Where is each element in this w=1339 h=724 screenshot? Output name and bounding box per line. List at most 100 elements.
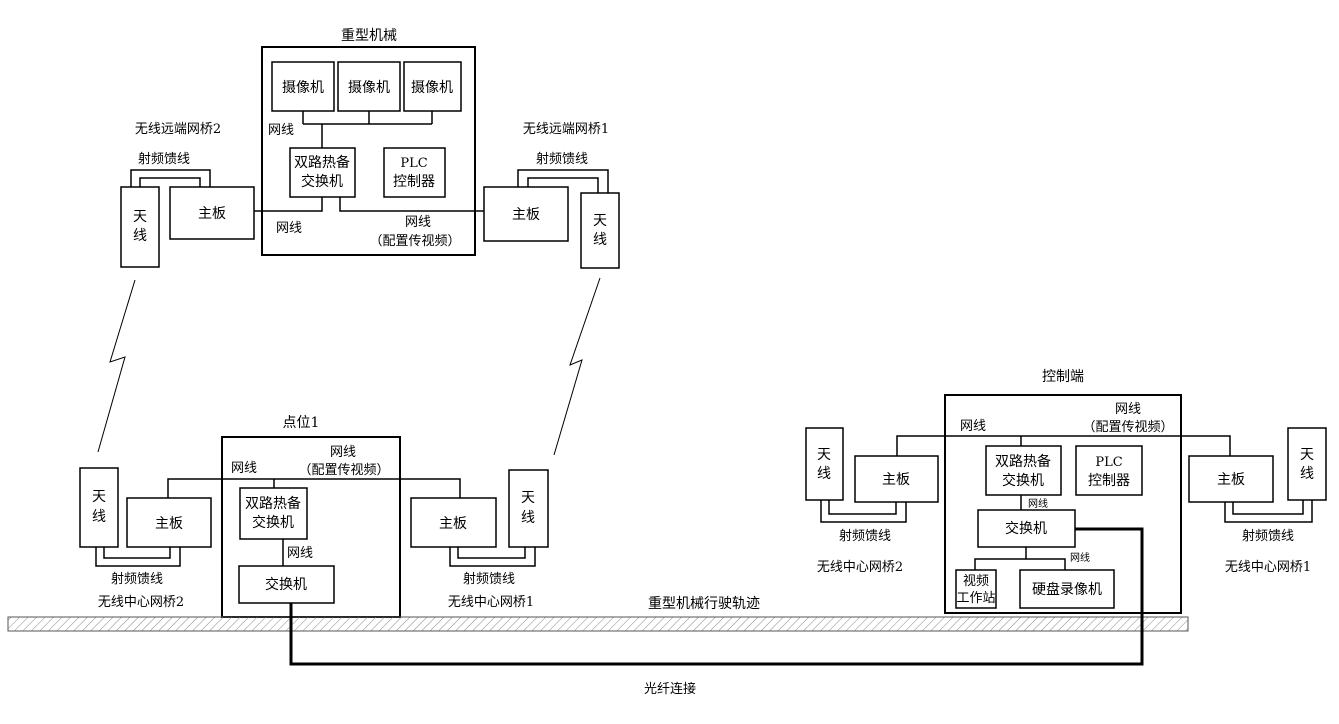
remote-bridge-1-antenna-l1: 天	[593, 213, 607, 229]
control-left-rf-label: 射频馈线	[839, 528, 891, 544]
machine-right-net-wire	[339, 197, 484, 212]
control-right-antenna	[1287, 427, 1327, 501]
control-net-right-l1: 网线	[1115, 402, 1141, 417]
site1-net-right-l2: （配置传视频）	[298, 463, 389, 478]
wireless-link-right	[553, 277, 601, 456]
control-net-small-2: 网线	[1070, 551, 1090, 564]
control-workstation-l2: 工作站	[956, 591, 995, 606]
machine-plc-l2: 控制器	[393, 174, 435, 190]
track-label: 重型机械行驶轨迹	[648, 596, 760, 612]
control-workstation-l1: 视频	[963, 574, 989, 589]
control-left-rf-feeder	[820, 500, 907, 523]
camera-wires	[302, 111, 433, 148]
control-title: 控制端	[1042, 369, 1084, 385]
site1-left-bridge-title: 无线中心网桥2	[98, 595, 184, 610]
control-net-right-l2: （配置传视频）	[1082, 420, 1173, 435]
control-plc-l2: 控制器	[1088, 473, 1130, 489]
control-right-antenna-l2: 线	[1300, 466, 1314, 482]
control-left-board-label: 主板	[882, 472, 910, 488]
control-plc	[1075, 445, 1143, 496]
machine-left-net-wire	[254, 197, 323, 212]
remote-bridge-1-title: 无线远端网桥1	[523, 122, 609, 137]
machine-dual-switch-l2: 交换机	[301, 173, 343, 190]
control-nvr	[1019, 569, 1115, 609]
heavy-machine-frame	[261, 46, 476, 256]
fiber-label: 光纤连接	[644, 681, 696, 697]
control-right-board	[1188, 455, 1274, 503]
control-nvr-label: 硬盘录像机	[1032, 581, 1102, 598]
machine-plc-l1: PLC	[400, 156, 427, 171]
remote-bridge-1-rf-label: 射频馈线	[536, 151, 588, 167]
control-dual-switch-l1: 双路热备	[995, 453, 1051, 470]
control-left-board	[854, 455, 939, 503]
control-left-bridge-group: 天 线 主板 射频馈线 无线中心网桥2	[805, 427, 939, 575]
site1-right-board-label: 主板	[439, 516, 467, 532]
site1-right-bridge-group: 主板 天 线 射频馈线 无线中心网桥1	[410, 469, 549, 610]
remote-bridge-1-antenna-l2: 线	[593, 232, 607, 248]
site1-left-board	[126, 497, 212, 548]
machine-dual-switch	[289, 147, 356, 198]
control-left-antenna	[805, 427, 844, 501]
remote-bridge-1-antenna	[580, 192, 620, 269]
control-top-wire	[896, 435, 1231, 456]
remote-bridge-2-title: 无线远端网桥2	[135, 122, 221, 137]
machine-dual-switch-l1: 双路热备	[294, 154, 350, 171]
heavy-machine-title: 重型机械	[341, 28, 397, 44]
site1-dual-switch-l1: 双路热备	[245, 495, 301, 512]
site1-left-bridge-group: 天 线 主板 射频馈线 无线中心网桥2	[79, 467, 212, 610]
site1-net-left-label: 网线	[231, 461, 257, 476]
machine-net-right-l1: 网线	[405, 215, 431, 230]
site1-right-rf-label: 射频馈线	[463, 571, 515, 587]
control-right-rf-label: 射频馈线	[1242, 528, 1294, 544]
remote-bridge-1-board	[483, 186, 569, 242]
control-net-small-1: 网线	[1028, 497, 1048, 510]
camera-3-label: 摄像机	[411, 80, 453, 96]
site1-left-rf-feeder	[95, 547, 181, 567]
site1-switch-label: 交换机	[265, 576, 307, 593]
track-bar	[7, 616, 1189, 632]
machine-plc	[383, 147, 446, 198]
remote-bridge-2-rf-feeder	[130, 169, 211, 187]
remote-bridge-1-group: 无线远端网桥1 射频馈线 主板 天 线	[483, 122, 620, 269]
remote-bridge-1-rf-feeder	[517, 169, 609, 193]
camera-2-label: 摄像机	[348, 80, 390, 96]
remote-bridge-2-rf-label: 射频馈线	[138, 151, 190, 167]
site1-left-antenna-l2: 线	[92, 509, 106, 525]
site1-dual-switch-l2: 交换机	[252, 514, 294, 531]
control-left-antenna-l2: 线	[817, 466, 831, 482]
site1-dual-switch	[239, 487, 308, 540]
site1-right-antenna	[508, 469, 549, 548]
site1-top-wire	[167, 478, 461, 498]
site1-switch	[238, 565, 335, 604]
control-right-board-label: 主板	[1217, 472, 1245, 488]
control-right-bridge-group: 主板 天 线 射频馈线 无线中心网桥1	[1188, 427, 1327, 575]
site1-right-antenna-l2: 线	[521, 510, 535, 526]
remote-bridge-2-group: 无线远端网桥2 射频馈线 天 线 主板	[120, 122, 255, 268]
control-right-antenna-l1: 天	[1300, 447, 1314, 463]
control-left-antenna-l1: 天	[817, 447, 831, 463]
site1-net-right-l1: 网线	[330, 445, 356, 460]
site1-right-board	[410, 497, 497, 548]
camera-1-label: 摄像机	[282, 80, 324, 96]
site1-left-antenna	[79, 467, 119, 548]
control-switch-label: 交换机	[1005, 520, 1047, 537]
remote-bridge-2-antenna-l1: 天	[133, 209, 147, 225]
site1-right-bridge-title: 无线中心网桥1	[448, 595, 534, 610]
site1-title: 点位1	[283, 415, 320, 431]
remote-bridge-2-antenna-l2: 线	[133, 228, 147, 244]
control-switch	[977, 509, 1076, 548]
remote-bridge-2-board-label: 主板	[198, 206, 226, 222]
camera-3	[403, 61, 462, 112]
remote-bridge-1-board-label: 主板	[512, 207, 540, 223]
control-dual-switch	[985, 445, 1062, 496]
control-net-left-label: 网线	[960, 419, 986, 434]
control-plc-l1: PLC	[1095, 455, 1122, 470]
control-frame	[944, 394, 1182, 614]
control-dual-switch-l2: 交换机	[1002, 472, 1044, 489]
remote-bridge-2-antenna	[120, 186, 160, 268]
control-right-rf-feeder	[1224, 500, 1313, 523]
control-right-bridge-title: 无线中心网桥1	[1225, 560, 1311, 575]
machine-net-right-l2: （配置传视频）	[369, 234, 460, 249]
wireless-link-left	[97, 279, 136, 453]
